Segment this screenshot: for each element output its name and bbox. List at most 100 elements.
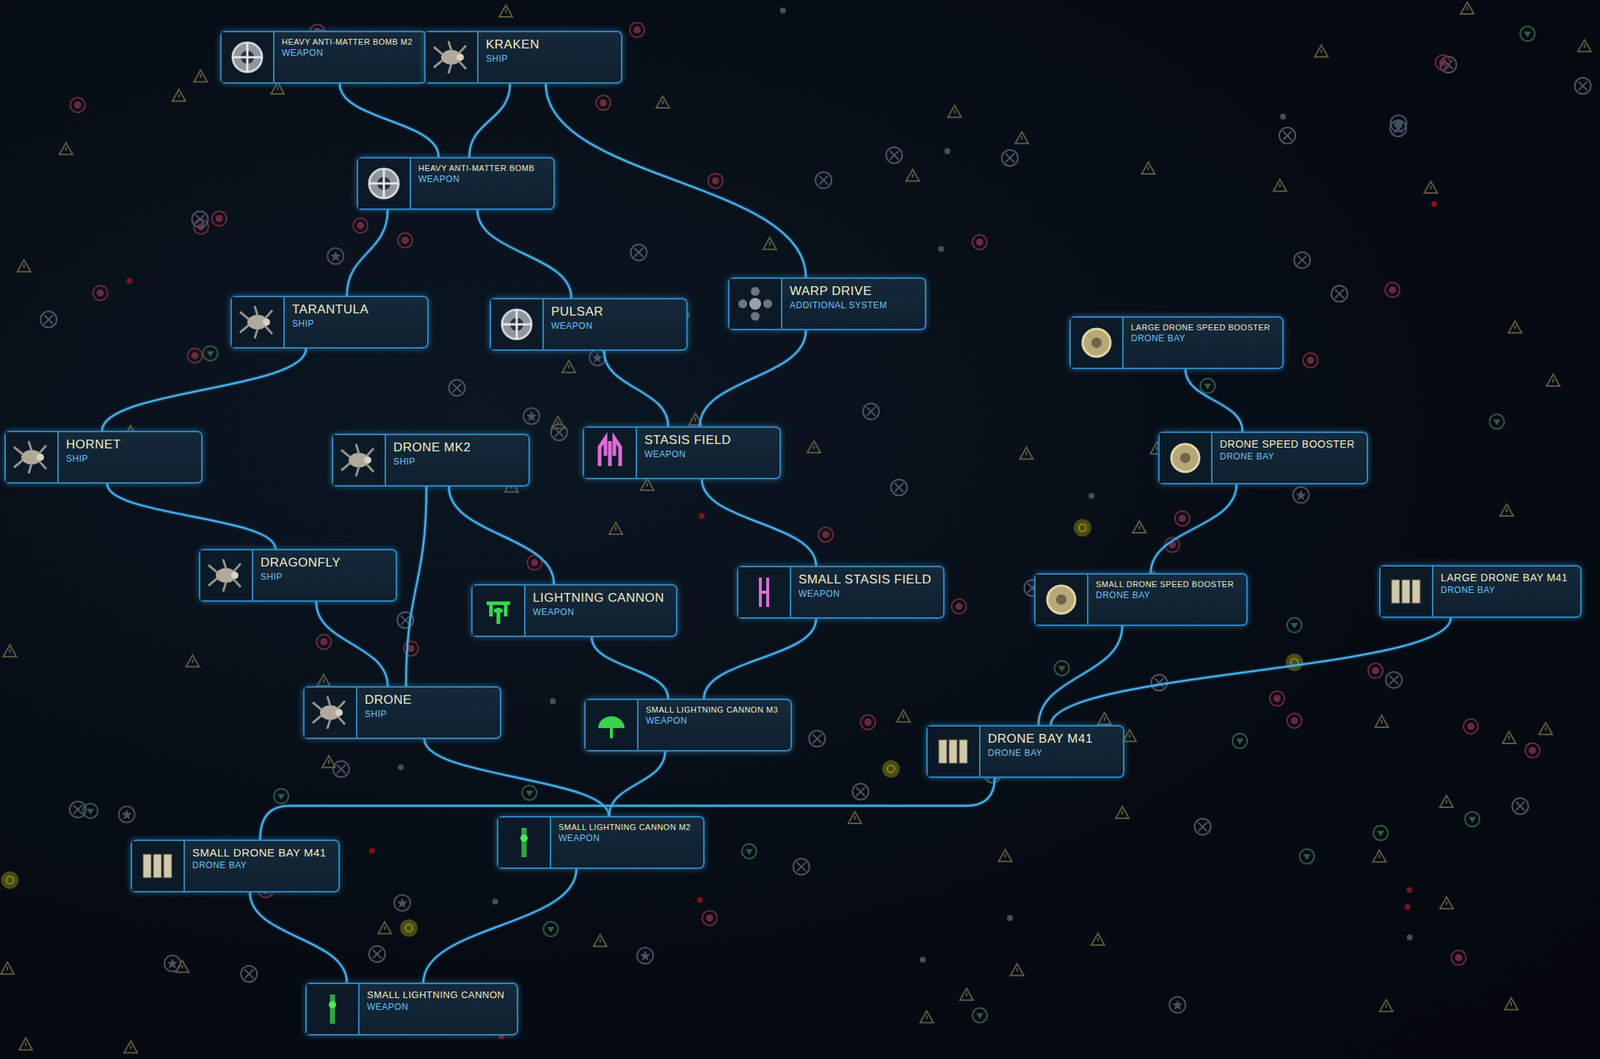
map-marker (327, 248, 344, 265)
map-marker (551, 424, 568, 441)
tech-node: SMALL DRONE SPEED BOOSTERDRONE BAY (1034, 573, 1248, 627)
map-marker (1404, 904, 1411, 911)
item-name: HORNET (66, 437, 122, 453)
connector-glow (1051, 617, 1452, 726)
map-marker (521, 785, 537, 800)
node-icon (221, 32, 275, 83)
map-marker (972, 234, 988, 250)
tech-node: DRONESHIP (303, 686, 502, 740)
map-marker (702, 910, 718, 926)
map-marker (212, 211, 227, 227)
item-category: WEAPON (366, 1001, 505, 1013)
map-marker (808, 731, 825, 748)
map-marker (891, 479, 908, 496)
item-name: PULSAR (551, 304, 604, 320)
map-marker (0, 962, 14, 974)
node-icon (472, 585, 526, 636)
tech-connector (259, 777, 995, 840)
map-marker (1115, 806, 1129, 819)
item-category: WEAPON (418, 173, 535, 185)
map-marker (1132, 521, 1146, 533)
map-marker (948, 105, 962, 118)
node-icon (231, 297, 285, 348)
map-marker (1273, 179, 1287, 192)
item-name: HEAVY ANTI-MATTER BOMB (418, 163, 535, 173)
map-marker (896, 710, 911, 723)
map-marker (1546, 374, 1560, 387)
map-marker (919, 957, 926, 963)
tech-connector (700, 330, 807, 427)
tech-node: HEAVY ANTI-MATTER BOMBWEAPON (356, 157, 555, 210)
map-marker (1384, 282, 1400, 298)
map-marker (1169, 996, 1186, 1013)
map-marker (698, 513, 705, 519)
connector-glow (259, 777, 995, 840)
map-marker (1287, 617, 1303, 633)
connector-glow (700, 330, 807, 427)
map-marker (1122, 729, 1137, 742)
connector-glow (701, 479, 817, 566)
connector-glow (107, 483, 276, 549)
tech-connector (546, 83, 806, 278)
item-name: TARANTULA (292, 302, 369, 318)
item-category: SHIP (393, 456, 472, 467)
item-category: WEAPON (644, 449, 732, 460)
item-category: DRONE BAY (192, 860, 327, 871)
map-marker (1088, 493, 1095, 500)
map-marker (17, 259, 31, 272)
map-marker (164, 955, 181, 972)
map-marker (369, 946, 386, 963)
connector-glow (1185, 369, 1243, 432)
tech-node: KRAKENSHIP (424, 30, 623, 84)
node-icon (1070, 317, 1124, 368)
map-marker (1293, 487, 1310, 504)
map-marker (906, 169, 920, 182)
map-marker (852, 783, 869, 800)
map-marker (369, 847, 376, 854)
map-marker (1331, 285, 1348, 302)
map-marker (353, 217, 368, 233)
tech-connector (405, 486, 427, 687)
map-marker (1385, 672, 1402, 689)
map-marker (920, 1010, 934, 1023)
item-category: SHIP (485, 53, 540, 64)
node-icon (304, 687, 358, 738)
item-name: SMALL LIGHTNING CANNON (366, 989, 505, 1001)
connector-glow (591, 637, 668, 699)
map-marker (1511, 797, 1529, 814)
map-marker (882, 760, 900, 778)
tech-connector (701, 479, 817, 566)
connector-glow (347, 209, 389, 296)
map-marker (960, 988, 974, 1001)
map-marker (951, 598, 967, 614)
node-icon (498, 817, 552, 868)
node-icon (927, 726, 981, 777)
tech-node: HORNETSHIP (4, 430, 203, 484)
connector-glow (102, 348, 307, 431)
item-category: DRONE BAY (1095, 590, 1234, 601)
item-name: LIGHTNING CANNON (532, 590, 665, 606)
tech-connector (1185, 369, 1243, 432)
item-category: ADDITIONAL SYSTEM (789, 300, 888, 311)
map-marker (860, 714, 876, 730)
item-name: KRAKEN (485, 37, 540, 53)
map-marker (885, 147, 903, 164)
map-marker (1502, 731, 1516, 744)
map-marker (1020, 446, 1034, 459)
tech-connector (102, 348, 307, 431)
map-marker (1372, 850, 1386, 863)
node-icon (1380, 566, 1434, 617)
map-marker (40, 311, 57, 328)
map-marker (609, 522, 623, 535)
connector-glow (546, 83, 806, 278)
map-marker (1406, 887, 1413, 894)
map-marker (124, 1041, 138, 1054)
map-marker (697, 897, 704, 904)
map-marker (1435, 55, 1451, 70)
map-marker (1303, 353, 1319, 368)
map-marker (1539, 722, 1553, 735)
connector-glow (703, 618, 817, 699)
map-marker (317, 674, 331, 687)
tech-node: LARGE DRONE BAY M41DRONE BAY (1379, 565, 1582, 618)
